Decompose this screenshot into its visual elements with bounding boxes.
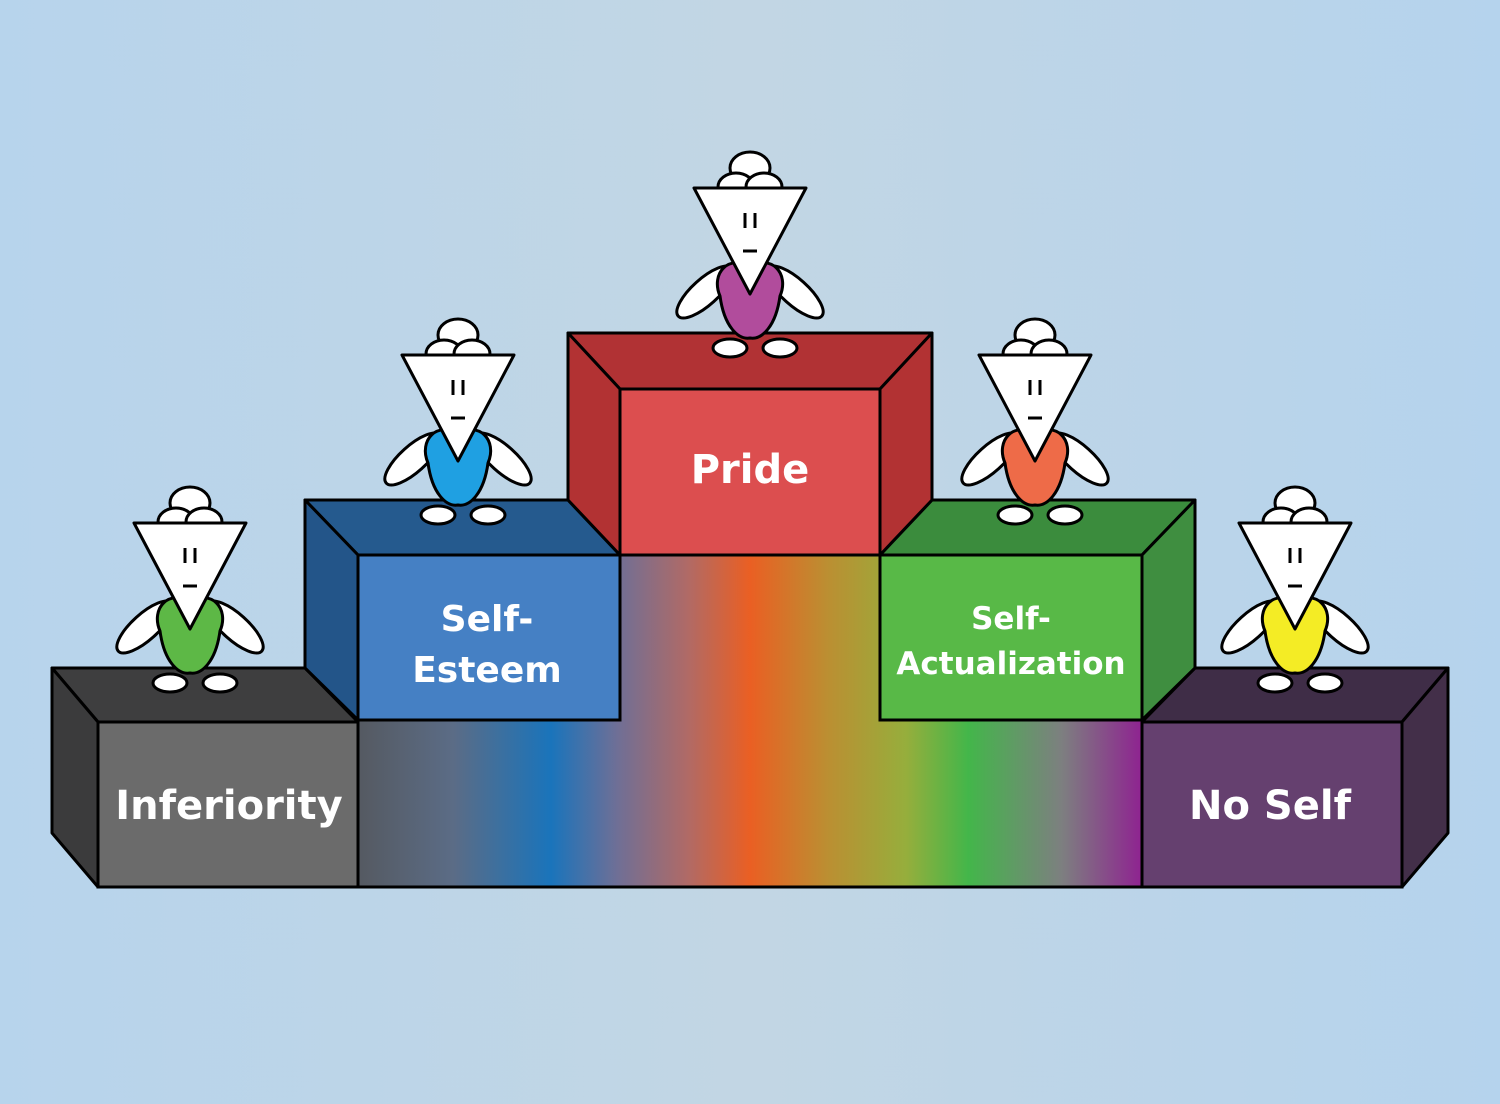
figure-inferiority (108, 485, 272, 694)
label-no-self: No Self (1189, 783, 1352, 829)
label-self-esteem-line2: Esteem (412, 650, 562, 691)
figure-no-self (1213, 485, 1377, 694)
block-pride (566, 331, 934, 557)
label-inferiority: Inferiority (115, 783, 342, 829)
figure-self-actualization (953, 317, 1117, 526)
block-inferiority (50, 666, 360, 889)
label-self-actualization-line2: Actualization (896, 646, 1125, 682)
block-no-self (1140, 666, 1450, 889)
figure-pride (668, 150, 832, 359)
block-self-esteem (303, 498, 622, 722)
label-self-actualization-line1: Self- (971, 601, 1051, 637)
figure-self-esteem (376, 317, 540, 526)
label-self-esteem-line1: Self- (441, 599, 534, 640)
label-pride: Pride (691, 447, 810, 493)
block-self-actualization (878, 498, 1197, 722)
